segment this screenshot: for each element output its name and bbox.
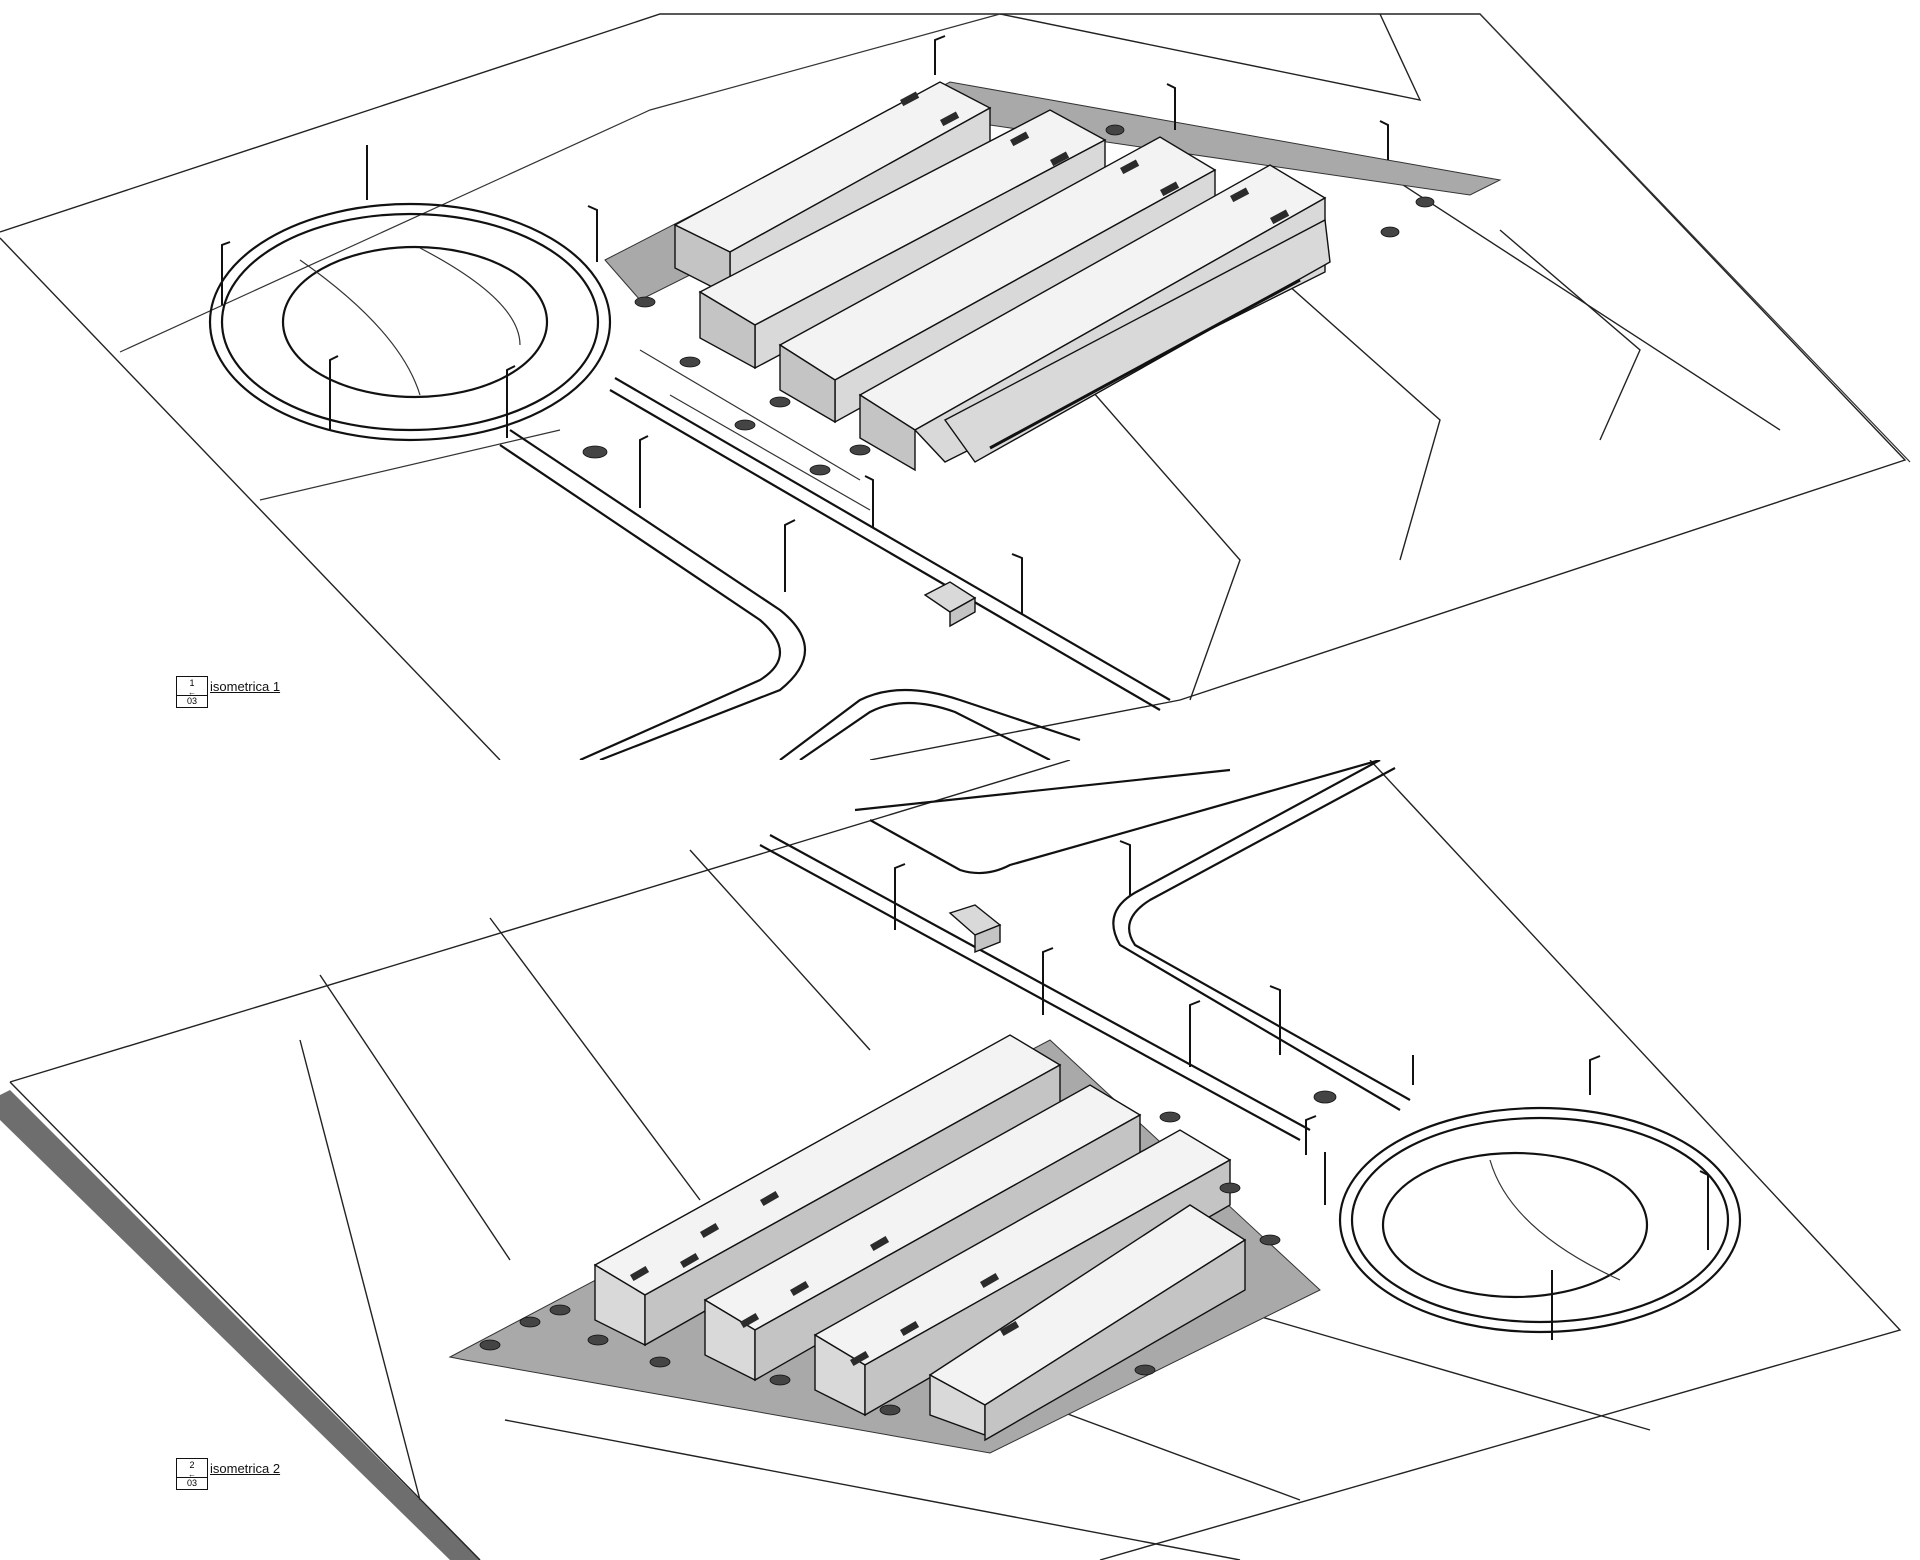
isometric-view-2 xyxy=(0,760,1902,1560)
wall-side-4 xyxy=(984,1238,1246,1442)
road-lower-left-kerb xyxy=(499,444,782,760)
road-lower-branch-kerb xyxy=(799,701,1051,760)
canopy-band xyxy=(989,278,1301,450)
plot-line-left xyxy=(0,237,501,760)
wall-front-2 xyxy=(699,290,756,370)
plot-line-c xyxy=(489,917,701,1201)
road-right-a xyxy=(1112,760,1401,1111)
wall-front-4 xyxy=(859,393,916,472)
roundabout-outer-kerb xyxy=(1350,1116,1730,1324)
parking-view-1 xyxy=(582,124,1435,511)
plot-line-e xyxy=(504,1419,1241,1560)
roundabout-outer xyxy=(208,202,612,442)
view-tag-2-label: isometrica 2 xyxy=(210,1461,281,1476)
view-tag-2-sheet: 03 xyxy=(177,1477,207,1488)
isometric-view-1 xyxy=(0,13,1911,760)
wall-side-3 xyxy=(864,1158,1231,1417)
view-tag-1-sheet: 03 xyxy=(177,695,207,706)
road-right-b xyxy=(1128,767,1411,1101)
site-boundary-top xyxy=(9,760,1071,1083)
light-posts-view-1 xyxy=(221,35,1389,615)
plot-line-mid xyxy=(259,429,561,501)
truck-view-2 xyxy=(948,904,1002,954)
wall-front-3 xyxy=(779,343,836,424)
plot-line-b xyxy=(299,1039,421,1501)
road-lower-branch xyxy=(779,688,1081,760)
view-tag-2-arrow: ← xyxy=(188,1470,196,1479)
canopy-block xyxy=(943,218,1331,463)
view-tag-2: 2 ← 03 isometrica 2 xyxy=(176,1458,280,1490)
road-upper-a xyxy=(854,768,1231,812)
plot-line-right-c xyxy=(1499,229,1641,441)
road-main-edge xyxy=(609,389,1161,711)
site-boundary-left xyxy=(9,1081,481,1560)
plot-line-top xyxy=(999,13,1422,101)
parking-view-2 xyxy=(479,1090,1337,1416)
plot-line-d xyxy=(689,849,871,1051)
site-edge-right xyxy=(1479,13,1911,463)
skylights-view-1 xyxy=(900,91,1290,225)
view-tag-1-number: 1 xyxy=(189,678,195,688)
plot-line-upper xyxy=(119,13,1001,353)
roundabout-outer xyxy=(1338,1106,1742,1334)
road-upper-b xyxy=(869,760,1381,875)
roundabout-island xyxy=(281,245,549,399)
roundabout-arc-a xyxy=(1489,1159,1621,1281)
site-boundary xyxy=(0,13,1907,760)
view-tag-1-box: 1 ← 03 xyxy=(176,676,208,708)
road-main-edge-2 xyxy=(614,377,1171,701)
plot-line-right-a xyxy=(1029,319,1241,701)
truck-view-1 xyxy=(923,581,977,628)
plot-line-right-d xyxy=(1379,169,1781,431)
view-tag-2-box: 2 ← 03 xyxy=(176,1458,208,1490)
view-tag-1: 1 ← 03 isometrica 1 xyxy=(176,676,280,708)
plot-line-a xyxy=(319,974,511,1261)
view-tag-2-number: 2 xyxy=(189,1460,195,1470)
roundabout-arc-b xyxy=(419,247,521,346)
skylights-view-2 xyxy=(630,1191,1020,1367)
roundabout-arc-a xyxy=(299,259,421,396)
roundabout-island xyxy=(1381,1151,1649,1299)
plot-edge-shadow xyxy=(0,1090,480,1560)
road-lower-left xyxy=(509,429,806,760)
view-tag-1-label: isometrica 1 xyxy=(210,679,281,694)
plot-line-f xyxy=(1029,1399,1301,1501)
light-posts-view-2 xyxy=(894,840,1709,1340)
site-boundary-right xyxy=(1099,760,1902,1560)
view-tag-1-arrow: ← xyxy=(188,688,196,697)
roundabout-outer-kerb xyxy=(220,212,600,432)
plot-line-right-b xyxy=(1259,259,1441,561)
road-main-b xyxy=(769,834,1311,1131)
road-main-a xyxy=(759,844,1301,1141)
